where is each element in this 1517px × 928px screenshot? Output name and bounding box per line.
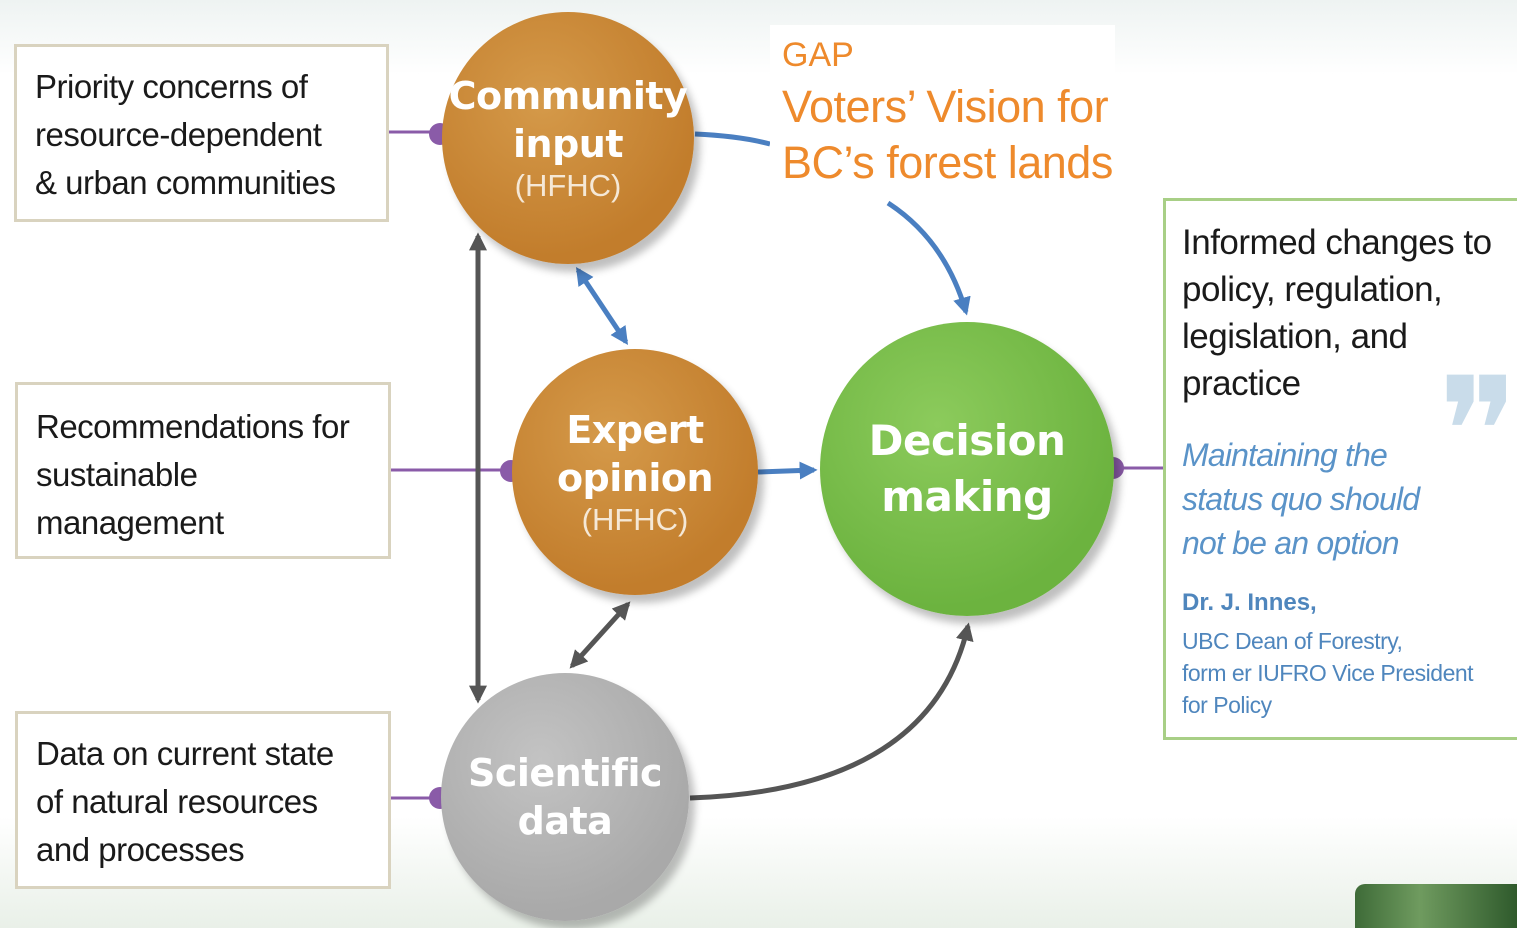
- input-box-priority-concerns: Priority concerns of resource-dependent …: [14, 44, 389, 222]
- recommend-line-1: Recommendations for: [36, 408, 350, 445]
- node-decision-making: Decision making: [820, 322, 1114, 616]
- input-box-recommendations: Recommendations for sustainable manageme…: [15, 382, 391, 559]
- science-title-2: data: [517, 799, 613, 843]
- gap-vision-line-2: BC’s forest lands: [782, 137, 1113, 188]
- data-line-3: and processes: [36, 831, 245, 868]
- outcome-line-3: legislation, and: [1182, 317, 1408, 356]
- quote-author: Dr. J. Innes,: [1182, 589, 1317, 616]
- outcome-line-2: policy, regulation,: [1182, 270, 1443, 309]
- quote-role-line-2: form er IUFRO Vice President: [1182, 660, 1474, 686]
- arrow-expert-science: [569, 601, 631, 669]
- data-line-1: Data on current state: [36, 735, 334, 772]
- gap-vision-line-1: Voters’ Vision for: [782, 81, 1109, 132]
- quote-text: Maintaining the status quo should not be…: [1182, 433, 1420, 565]
- quote-line-1: Maintaining the: [1182, 437, 1388, 473]
- science-title-1: Scientific: [467, 751, 663, 795]
- expert-sub: (HFHC): [581, 502, 689, 537]
- node-expert-opinion: Expert opinion (HFHC): [512, 349, 758, 595]
- input-box-data: Data on current state of natural resourc…: [15, 711, 391, 889]
- outcome-line-1: Informed changes to: [1182, 223, 1492, 262]
- arrow-community-to-gap: [694, 131, 771, 147]
- gap-callout: GAP Voters’ Vision for BC’s forest lands: [770, 25, 1115, 197]
- decision-title-1: Decision: [868, 416, 1066, 465]
- decision-title-2: making: [881, 472, 1053, 521]
- expert-title-1: Expert: [566, 408, 704, 452]
- node-scientific-data: Scientific data: [441, 673, 689, 921]
- expert-title-2: opinion: [556, 456, 714, 500]
- priority-line-1: Priority concerns of: [35, 68, 308, 105]
- quote-mark-icon: ❞: [1438, 351, 1517, 517]
- quote-role-line-3: for Policy: [1182, 692, 1272, 718]
- recommend-line-2: sustainable: [36, 456, 198, 493]
- priority-line-2: resource-dependent: [35, 116, 322, 153]
- quote-role-line-1: UBC Dean of Forestry,: [1182, 628, 1403, 654]
- quote-role: UBC Dean of Forestry, form er IUFRO Vice…: [1182, 625, 1474, 721]
- community-sub: (HFHC): [514, 168, 622, 203]
- node-community-input: Community input (HFHC): [442, 12, 694, 264]
- arrow-science-to-decision: [689, 622, 974, 801]
- arrow-expert-to-decision: [757, 461, 818, 480]
- outcome-line-4: practice: [1182, 364, 1301, 403]
- quote-line-2: status quo should: [1182, 481, 1420, 517]
- recommend-line-3: management: [36, 504, 224, 541]
- community-title-1: Community: [448, 74, 688, 118]
- quote-line-3: not be an option: [1182, 525, 1400, 561]
- community-title-2: input: [513, 122, 624, 166]
- arrow-community-expert: [575, 267, 629, 345]
- priority-line-3: & urban communities: [35, 164, 336, 201]
- data-line-2: of natural resources: [36, 783, 318, 820]
- gap-label: GAP: [782, 36, 854, 74]
- outcome-box: Informed changes to policy, regulation, …: [1163, 198, 1517, 740]
- arrow-gap-to-decision: [886, 200, 971, 316]
- tree-image-corner: [1355, 884, 1517, 928]
- gap-vision: Voters’ Vision for BC’s forest lands: [782, 79, 1113, 191]
- outcome-text: Informed changes to policy, regulation, …: [1182, 219, 1492, 407]
